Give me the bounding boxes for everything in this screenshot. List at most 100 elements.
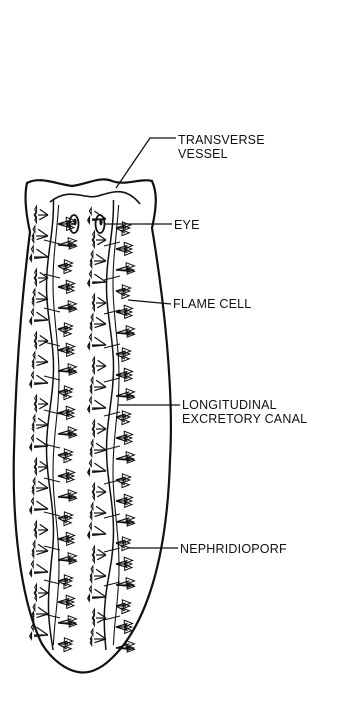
- flame-cell: [88, 586, 106, 601]
- flame-cell: [34, 521, 48, 537]
- left-eye-pigment: [73, 219, 76, 226]
- label-eye: EYE: [174, 218, 200, 232]
- flame-cell: [90, 314, 106, 330]
- flame-cell: [34, 584, 48, 600]
- flame-cell: [30, 246, 48, 261]
- flame-cell: [88, 397, 106, 412]
- flame-cell: [34, 332, 48, 348]
- flame-cell: [58, 364, 76, 376]
- flame-cell: [116, 326, 134, 338]
- transverse-vessel: [50, 192, 140, 204]
- flame-cell: [34, 395, 48, 411]
- flame-cell: [116, 474, 131, 488]
- flame-cell: [58, 575, 73, 589]
- canal-segment: [104, 616, 120, 620]
- flame-cell: [30, 498, 48, 513]
- flame-cell: [30, 435, 48, 450]
- flame-cell: [58, 595, 75, 608]
- flame-cell: [116, 242, 133, 255]
- flame-cell: [116, 452, 134, 464]
- eyes-group: [70, 215, 105, 233]
- flame-cell: [58, 616, 76, 628]
- flame-cell: [58, 260, 73, 274]
- flame-cell: [58, 638, 73, 652]
- flame-cell: [116, 285, 131, 299]
- flame-cell: [90, 377, 106, 393]
- flame-cell: [92, 546, 106, 562]
- flame-cell: [32, 352, 48, 368]
- flame-cell: [58, 512, 73, 526]
- label-flame-cell: FLAME CELL: [173, 297, 251, 311]
- flame-cell: [30, 372, 48, 387]
- flame-cell: [92, 483, 106, 499]
- flame-cell: [88, 523, 106, 538]
- flame-cell: [116, 263, 134, 275]
- left-canal-inner: [53, 205, 59, 645]
- leader-flame-cell: [128, 300, 171, 304]
- flame-cell: [58, 553, 76, 565]
- label-transverse-vessel-line2: VESSEL: [178, 147, 265, 161]
- flame-cell: [92, 294, 106, 310]
- flame-cell: [116, 600, 131, 614]
- flame-cell: [58, 449, 73, 463]
- flame-cell: [90, 251, 106, 267]
- flame-cell: [58, 469, 75, 482]
- flame-cell: [58, 323, 73, 337]
- flame-cell: [58, 238, 76, 250]
- flame-cell: [58, 532, 75, 545]
- flame-cell: [58, 343, 75, 356]
- label-transverse-vessel-line1: TRANSVERSE: [178, 133, 265, 147]
- flame-cell: [32, 604, 48, 620]
- canal-segment: [104, 412, 120, 416]
- flame-cell: [58, 280, 75, 293]
- flame-cell: [88, 208, 106, 223]
- flame-cell: [30, 561, 48, 576]
- flame-cell: [116, 305, 133, 318]
- canal-segment: [104, 514, 120, 518]
- canal-segment: [104, 242, 120, 246]
- flame-cell: [90, 566, 106, 582]
- flame-cell: [88, 334, 106, 349]
- label-longitudinal-canal: LONGITUDINAL EXCRETORY CANAL: [182, 398, 307, 426]
- flame-cell: [92, 420, 106, 436]
- flame-cell: [32, 415, 48, 431]
- canal-segment: [44, 240, 60, 244]
- flame-cell: [58, 490, 76, 502]
- flame-cell: [92, 357, 106, 373]
- flame-cell: [30, 309, 48, 324]
- flame-cell: [58, 301, 76, 313]
- label-nephridiopore: NEPHRIDIOPORF: [180, 542, 287, 556]
- label-longitudinal-canal-line1: LONGITUDINAL: [182, 398, 307, 412]
- flame-cell: [34, 458, 48, 474]
- flame-cell: [58, 386, 73, 400]
- flame-cell: [58, 406, 75, 419]
- right-eye-pigment: [99, 219, 102, 226]
- flame-cell: [116, 515, 134, 527]
- flame-cell: [88, 460, 106, 475]
- canal-segment: [44, 376, 60, 380]
- label-longitudinal-canal-line2: EXCRETORY CANAL: [182, 412, 307, 426]
- flame-cell: [32, 289, 48, 305]
- flame-cells-group: [30, 206, 135, 652]
- flame-cell: [34, 206, 48, 222]
- flame-cell: [116, 494, 133, 507]
- flame-cell: [116, 431, 133, 444]
- flame-cell: [58, 217, 75, 230]
- flame-cell: [32, 478, 48, 494]
- right-canal-inner: [113, 205, 119, 645]
- flame-cell: [32, 541, 48, 557]
- label-transverse-vessel: TRANSVERSE VESSEL: [178, 133, 265, 161]
- canal-segment: [44, 308, 60, 312]
- flame-cell: [88, 271, 106, 286]
- flame-cell: [116, 620, 133, 633]
- flame-cell: [90, 629, 106, 645]
- flame-cell: [90, 503, 106, 519]
- right-canal: [104, 200, 113, 650]
- canal-segment: [104, 378, 120, 382]
- canal-segment: [44, 580, 60, 584]
- flame-cell: [58, 427, 76, 439]
- flame-cell: [90, 440, 106, 456]
- canal-segment: [44, 478, 60, 482]
